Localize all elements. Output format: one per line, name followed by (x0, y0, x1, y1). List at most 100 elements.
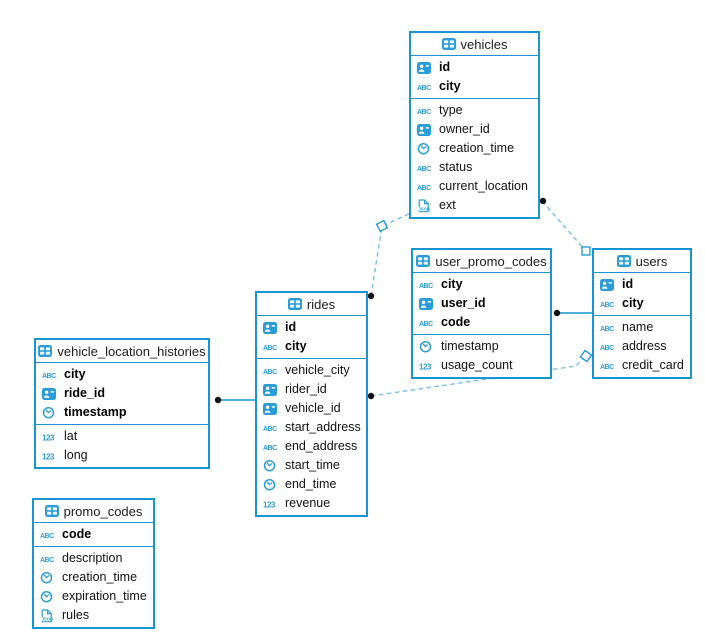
column-name: lat (64, 429, 78, 443)
svg-text:ABC: ABC (600, 345, 614, 352)
column-row-owner_id[interactable]: owner_id (411, 120, 538, 139)
column-row-type[interactable]: ABC type (411, 101, 538, 120)
clock-icon (40, 571, 57, 584)
text-abc-icon: ABC (42, 369, 59, 381)
text-abc-icon: ABC (417, 105, 434, 117)
column-row-ext[interactable]: JSON ext (411, 196, 538, 215)
column-name: ext (439, 198, 456, 212)
table-header-users[interactable]: users (594, 250, 690, 273)
column-row-id[interactable]: id (411, 58, 538, 77)
svg-text:ABC: ABC (417, 109, 431, 116)
table-header-vehicle_location_histories[interactable]: vehicle_location_histories (36, 340, 208, 363)
column-row-user_id[interactable]: user_id (413, 294, 550, 313)
column-row-lat[interactable]: 123 lat (36, 427, 208, 446)
column-name: code (62, 527, 92, 541)
clock-icon (417, 142, 434, 155)
column-name: type (439, 103, 463, 117)
clock-icon (40, 590, 57, 603)
column-row-id[interactable]: id (257, 318, 366, 337)
svg-text:JSON: JSON (419, 206, 430, 211)
column-name: id (439, 60, 451, 74)
column-row-end_time[interactable]: end_time (257, 475, 366, 494)
table-name: users (635, 253, 668, 269)
relation-vehicles-to-users[interactable] (541, 200, 587, 252)
column-name: timestamp (64, 405, 127, 419)
person-id-icon (263, 383, 280, 396)
column-row-rider_id[interactable]: rider_id (257, 380, 366, 399)
text-abc-icon: ABC (40, 553, 57, 565)
relation-one-end-marker (367, 292, 375, 300)
column-row-timestamp[interactable]: timestamp (413, 337, 550, 356)
column-name: start_address (285, 420, 361, 434)
column-name: owner_id (439, 122, 490, 136)
column-row-id[interactable]: id (594, 275, 690, 294)
column-name: timestamp (441, 339, 499, 353)
column-row-expiration_time[interactable]: expiration_time (34, 587, 153, 606)
relation-vehicles-to-rides[interactable] (370, 213, 410, 297)
column-row-creation_time[interactable]: creation_time (411, 139, 538, 158)
person-id-icon (263, 402, 280, 415)
table-header-user_promo_codes[interactable]: user_promo_codes (413, 250, 550, 273)
person-id-icon (42, 387, 59, 400)
column-row-vehicle_id[interactable]: vehicle_id (257, 399, 366, 418)
svg-text:ABC: ABC (42, 373, 56, 380)
column-name: user_id (441, 296, 486, 310)
json-doc-icon: JSON (40, 608, 57, 623)
table-grid-icon (44, 505, 59, 517)
column-row-start_time[interactable]: start_time (257, 456, 366, 475)
column-row-creation_time[interactable]: creation_time (34, 568, 153, 587)
clock-icon (263, 478, 280, 491)
column-name: expiration_time (62, 589, 147, 603)
column-row-city[interactable]: ABC city (36, 365, 208, 384)
svg-text:ABC: ABC (417, 185, 431, 192)
relation-many-end-marker (375, 219, 389, 233)
column-name: description (62, 551, 123, 565)
column-name: creation_time (62, 570, 138, 584)
text-abc-icon: ABC (600, 322, 617, 334)
table-header-vehicles[interactable]: vehicles (411, 33, 538, 56)
table-header-promo_codes[interactable]: promo_codes (34, 500, 153, 523)
clock-icon (419, 340, 436, 353)
column-name: start_time (285, 458, 340, 472)
table-grid-icon (38, 345, 53, 357)
column-row-description[interactable]: ABC description (34, 549, 153, 568)
svg-text:ABC: ABC (417, 85, 431, 92)
column-name: city (441, 277, 463, 291)
column-row-ride_id[interactable]: ride_id (36, 384, 208, 403)
svg-text:123: 123 (42, 433, 55, 442)
column-name: code (441, 315, 471, 329)
relation-one-end-marker (553, 309, 561, 317)
text-abc-icon: ABC (263, 365, 280, 377)
svg-text:123: 123 (263, 500, 276, 509)
column-name: city (64, 367, 86, 381)
table-header-rides[interactable]: rides (257, 293, 366, 316)
table-name: vehicle_location_histories (57, 343, 206, 359)
column-row-timestamp[interactable]: timestamp (36, 403, 208, 422)
